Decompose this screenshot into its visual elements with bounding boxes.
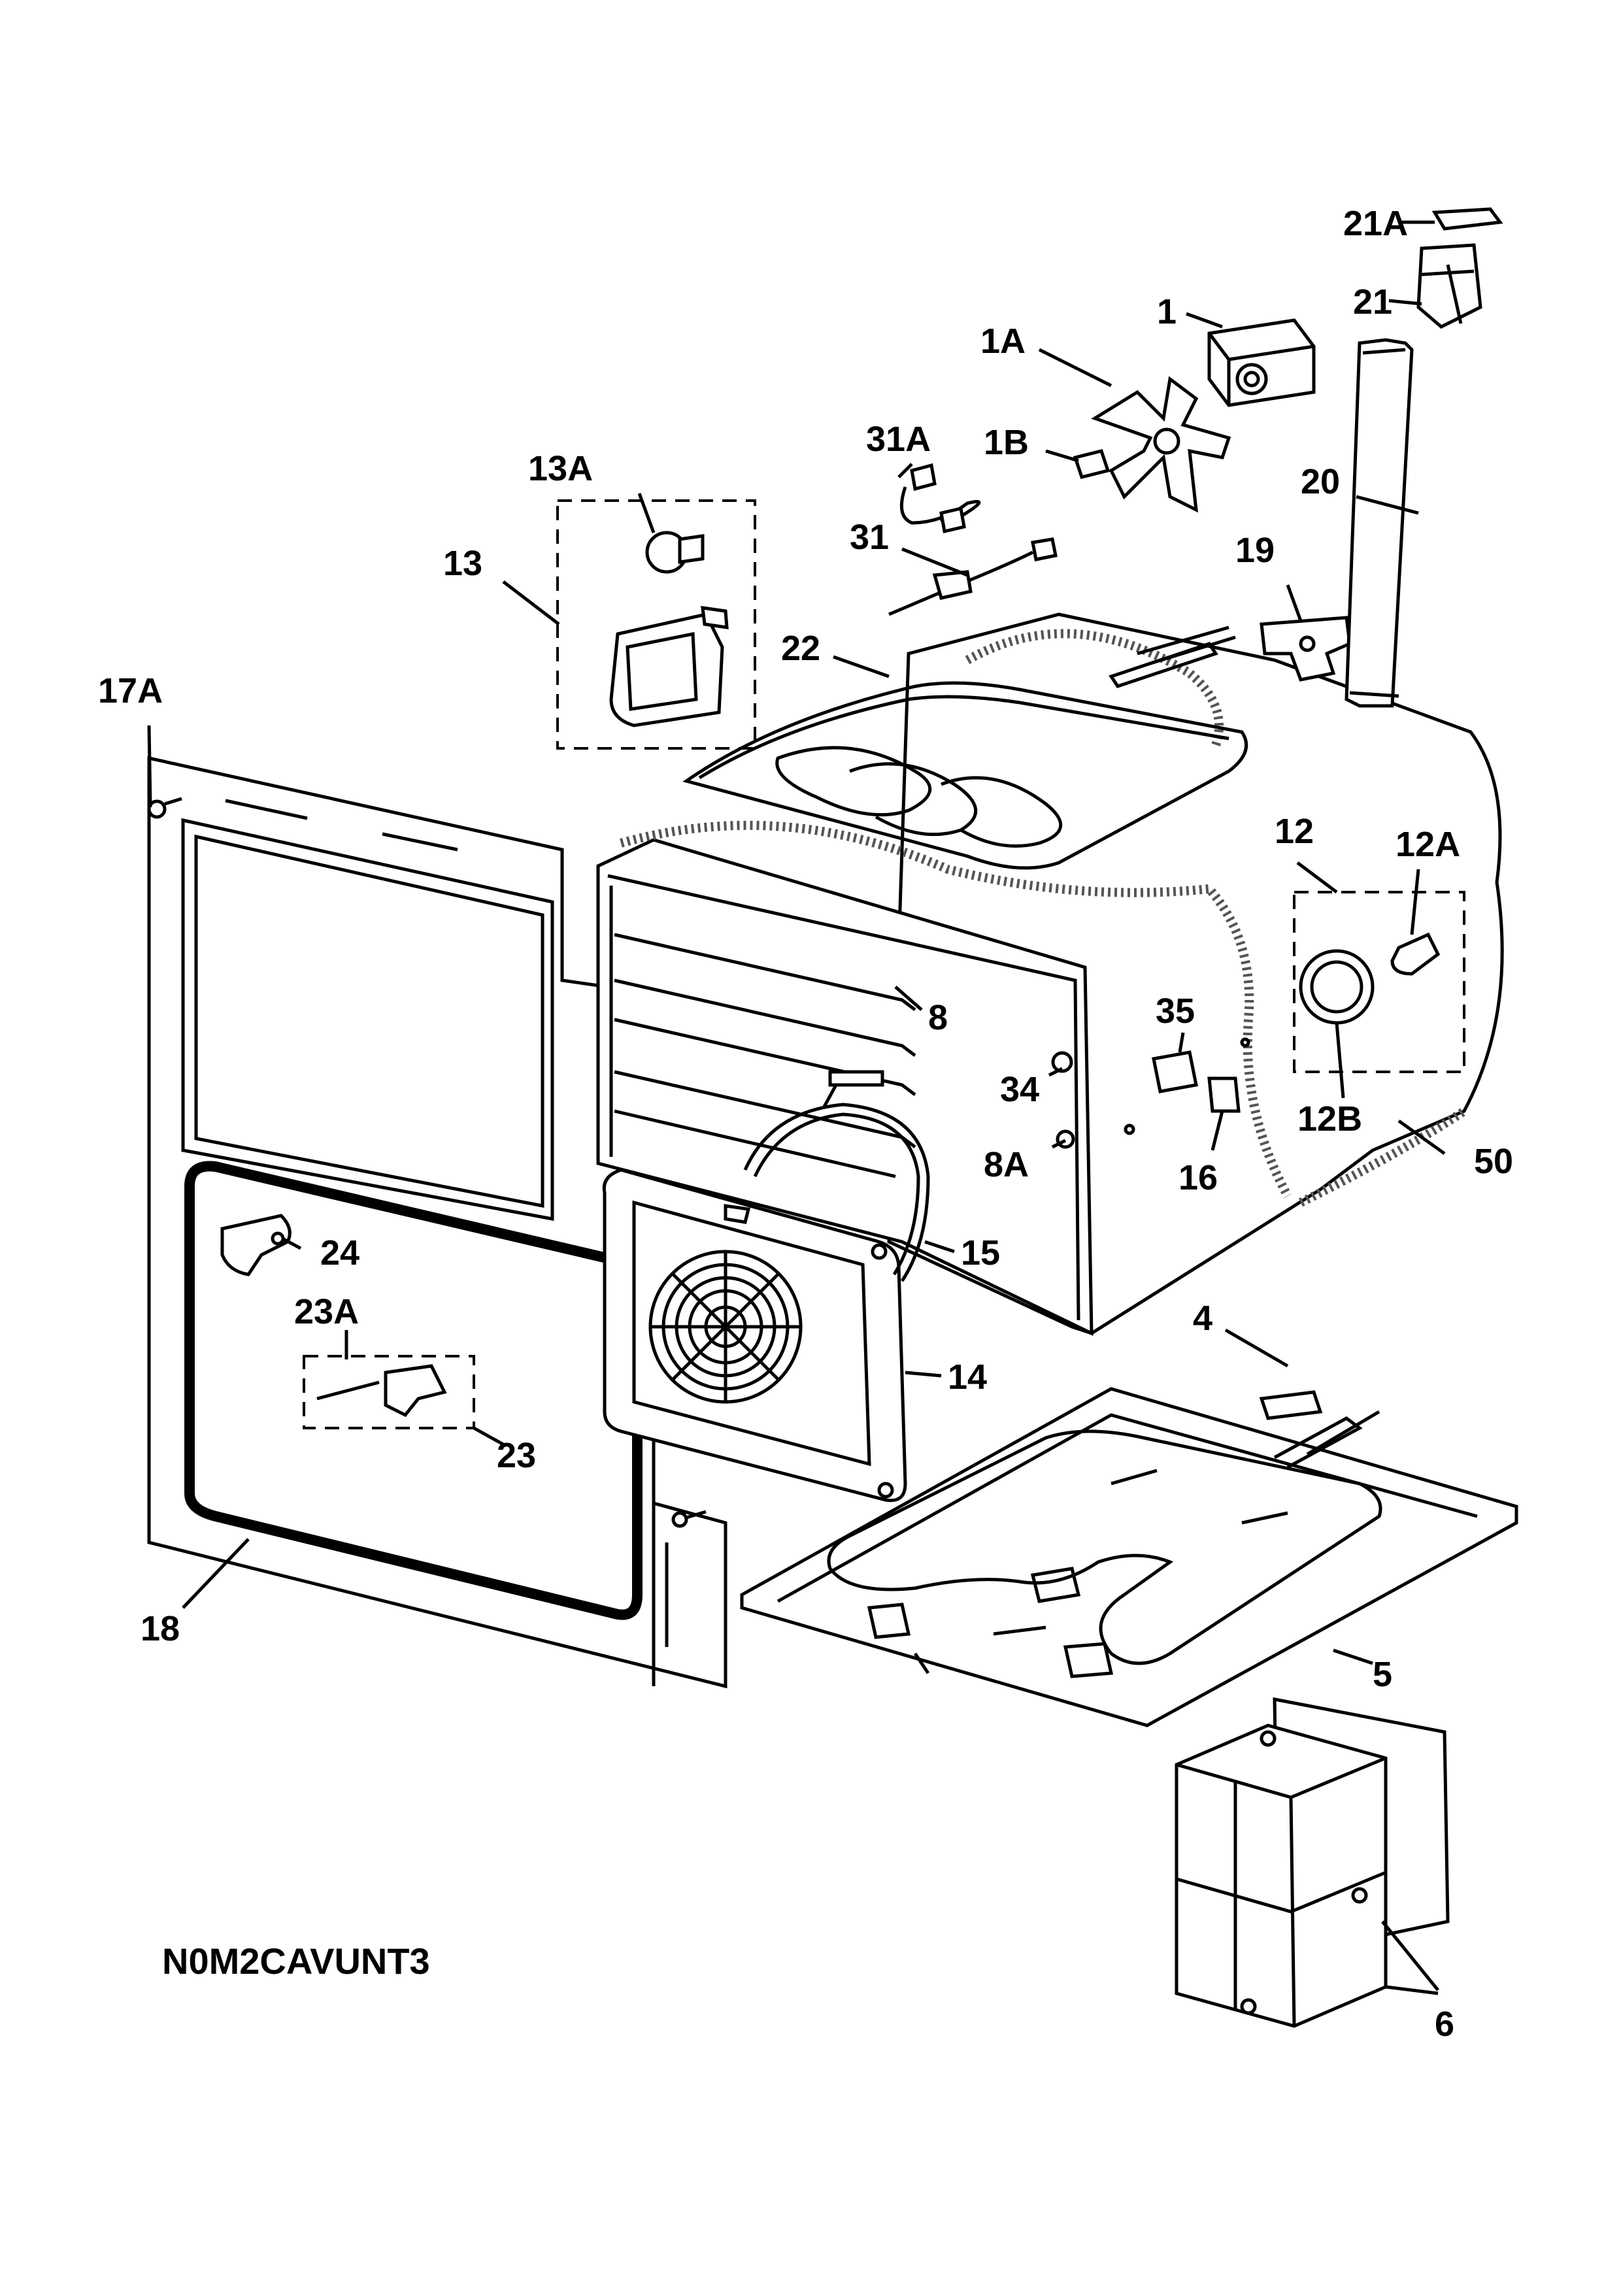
terminal-socket xyxy=(1207,1076,1241,1113)
callout-21A: 21A xyxy=(1343,204,1408,243)
callout-35: 35 xyxy=(1156,991,1195,1031)
door-gasket xyxy=(184,1161,643,1620)
fan-cover xyxy=(602,1168,907,1503)
callout-23: 23 xyxy=(497,1436,536,1475)
callout-18: 18 xyxy=(141,1609,180,1648)
callout-4: 4 xyxy=(1193,1299,1212,1338)
circular-fan-element xyxy=(743,1070,930,1282)
callout-20: 20 xyxy=(1301,462,1340,501)
callout-31A: 31A xyxy=(866,420,931,459)
callout-16: 16 xyxy=(1178,1158,1218,1197)
callout-8A: 8A xyxy=(984,1145,1029,1184)
callout-21: 21 xyxy=(1353,282,1392,322)
callout-12B: 12B xyxy=(1297,1099,1362,1139)
callout-8: 8 xyxy=(928,998,948,1037)
leader-lines xyxy=(147,220,1446,1995)
fan-motor xyxy=(1207,318,1316,407)
diagram-code: N0M2CAVUNT3 xyxy=(162,1940,430,1982)
fan-nut xyxy=(1073,449,1111,479)
vent-cap xyxy=(1416,243,1482,329)
fan-blade xyxy=(1091,376,1231,513)
callout-1B: 1B xyxy=(984,423,1029,462)
callout-31: 31 xyxy=(850,518,889,557)
callout-50: 50 xyxy=(1474,1142,1513,1181)
callout-13: 13 xyxy=(443,544,482,583)
grill-element xyxy=(682,625,1248,870)
hinge-bracket xyxy=(220,1214,292,1276)
temperature-sensor xyxy=(888,537,1058,616)
door-switch xyxy=(1152,1050,1198,1093)
vent-tube xyxy=(1345,338,1414,708)
callout-5: 5 xyxy=(1373,1655,1392,1694)
control-module xyxy=(1175,1697,1450,2028)
callout-12A: 12A xyxy=(1395,825,1460,864)
callout-19: 19 xyxy=(1235,531,1275,570)
callout-13A: 13A xyxy=(528,449,593,488)
callout-15: 15 xyxy=(961,1233,1000,1273)
callout-1A: 1A xyxy=(980,322,1026,361)
callout-24: 24 xyxy=(320,1233,359,1273)
callout-17A: 17A xyxy=(98,671,163,710)
callout-23A: 23A xyxy=(294,1292,359,1331)
callout-22: 22 xyxy=(781,629,820,668)
callout-6: 6 xyxy=(1435,2005,1454,2044)
callout-1: 1 xyxy=(1157,292,1177,331)
vent-seal xyxy=(1431,207,1503,231)
callout-34: 34 xyxy=(1000,1070,1039,1109)
callout-labels: 21A 21 1 1A 31A 1B 20 13A 13 31 19 22 17… xyxy=(98,204,1513,2044)
callout-14: 14 xyxy=(948,1357,987,1397)
wiring-harness xyxy=(899,463,981,534)
lower-heating-element xyxy=(827,1390,1382,1665)
oven-lamp-assembly xyxy=(556,499,756,750)
callout-12: 12 xyxy=(1275,812,1314,851)
